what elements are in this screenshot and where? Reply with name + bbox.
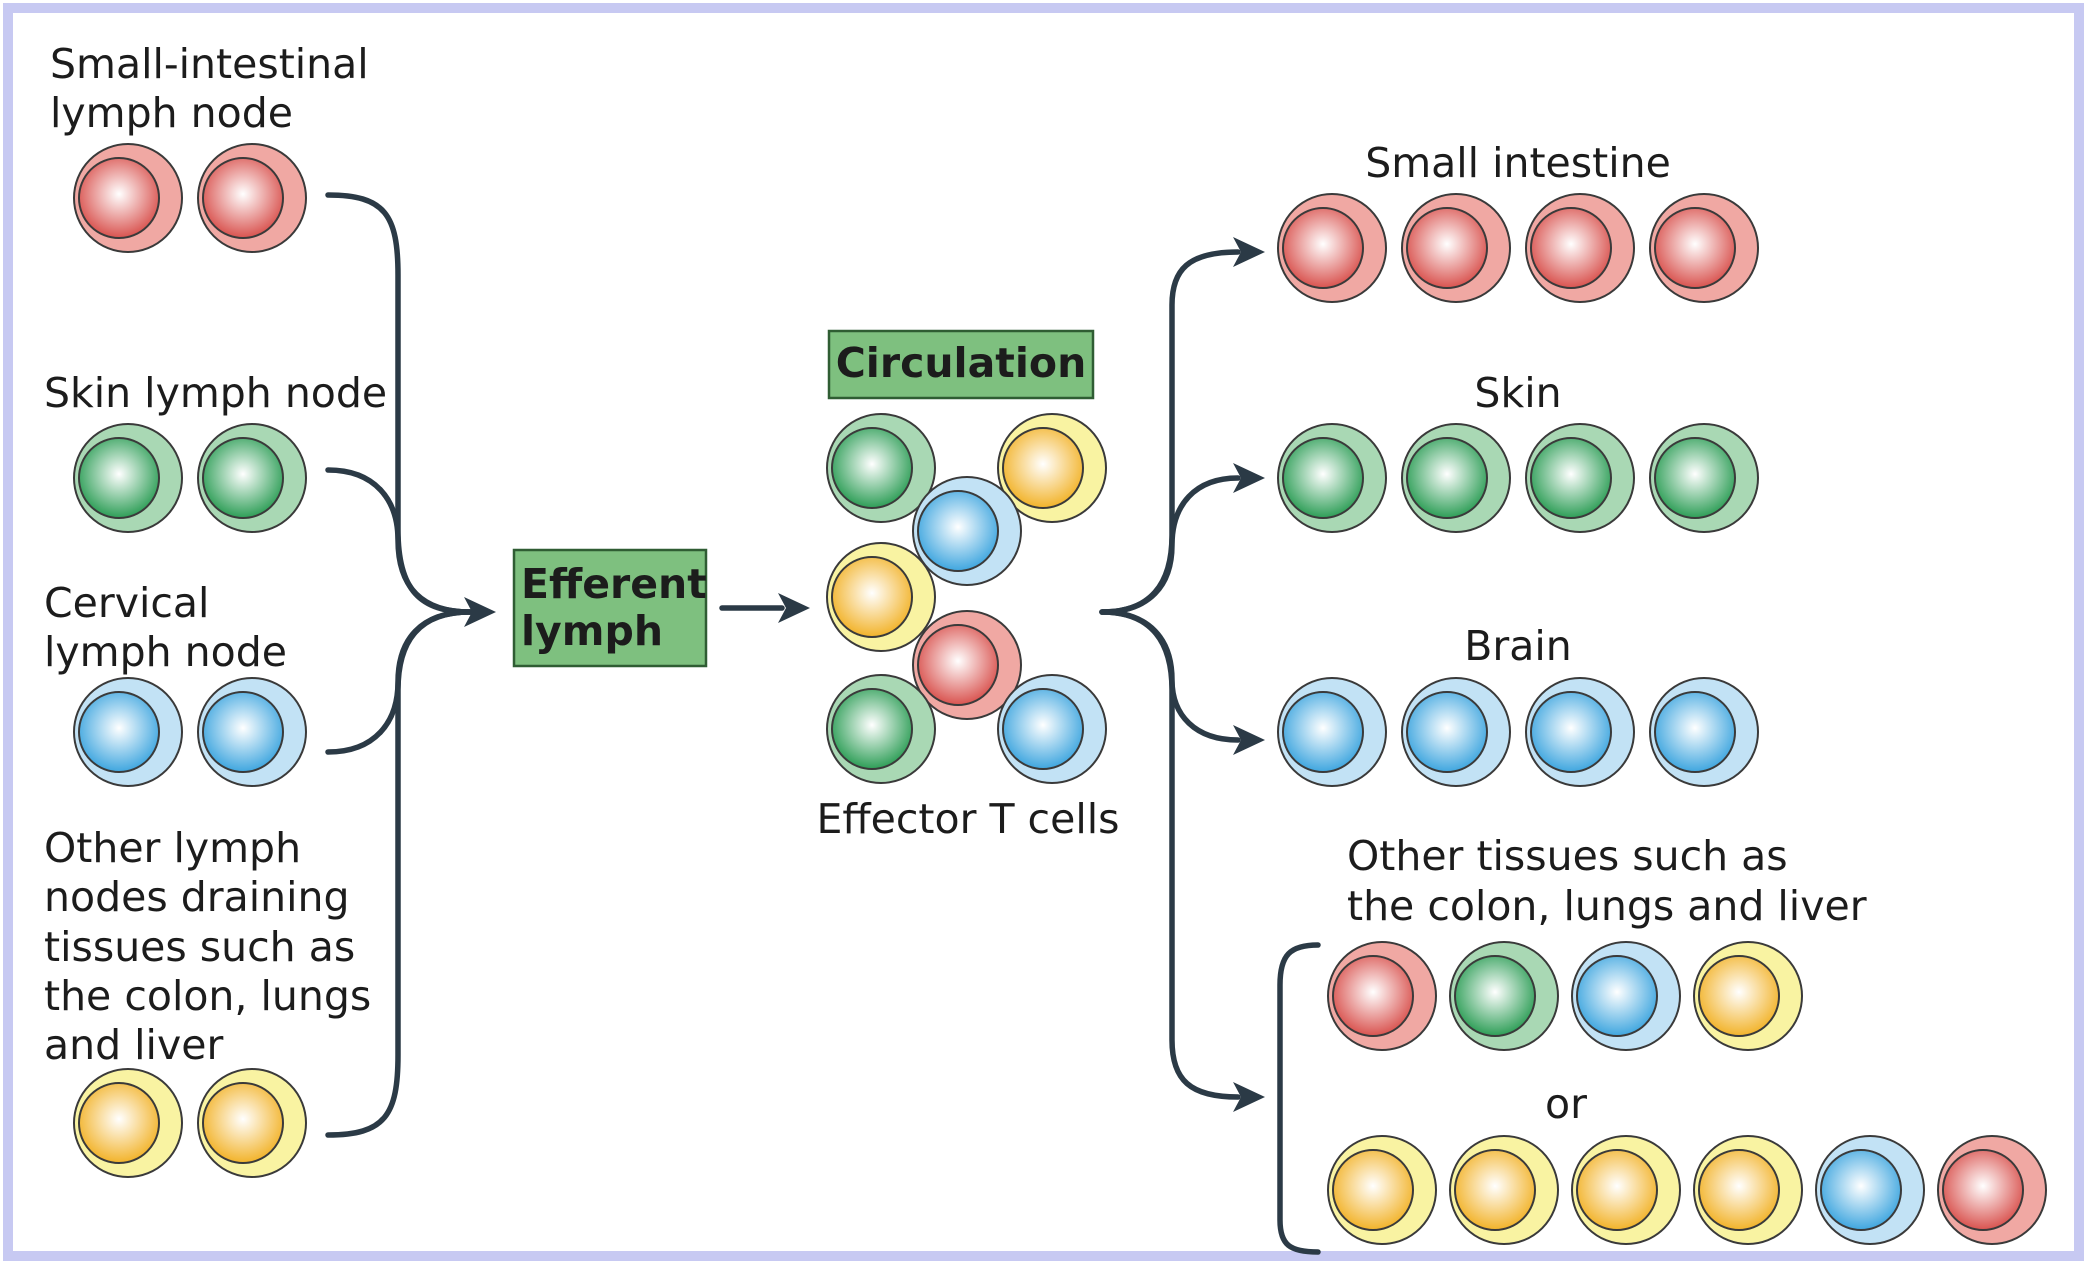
source-label-small-intestinal: Small-intestinal lymph node (50, 40, 369, 137)
target-cell (1277, 193, 1387, 303)
arrowhead (1233, 725, 1265, 755)
source-label-line: Other lymph (44, 824, 301, 872)
arrowhead (1233, 1082, 1265, 1112)
source-label-skin: Skin lymph node (44, 369, 387, 417)
arrowhead (1233, 237, 1265, 267)
efferent-lymph-label: lymph (521, 607, 663, 655)
arrowhead (778, 593, 810, 623)
diagram-frame (3, 3, 2084, 1261)
source-label-other: Other lymph nodes draining tissues such … (44, 824, 371, 1069)
target-cell (1571, 1135, 1681, 1245)
target-cell (1815, 1135, 1925, 1245)
circulation-cell (826, 674, 936, 784)
source-label-line: lymph node (50, 89, 293, 137)
circulation-cell (826, 413, 936, 523)
source-cell (197, 423, 307, 533)
circulation-box: Circulation (827, 329, 1095, 400)
target-cell (1277, 677, 1387, 787)
source-cell (73, 1068, 183, 1178)
source-label-line: Cervical (44, 579, 209, 627)
source-label-line: the colon, lungs (44, 972, 371, 1020)
target-label-line: Other tissues such as (1347, 832, 1788, 880)
target-cell (1327, 941, 1437, 1051)
circulation-rect (827, 329, 1095, 400)
circulation-cell (912, 476, 1022, 586)
arrow-to-circulation (719, 593, 810, 623)
target-cell (1449, 941, 1559, 1051)
source-label-cervical: Cervical lymph node (44, 579, 287, 676)
source-cell (73, 677, 183, 787)
target-cell (1649, 423, 1759, 533)
target-cell (1277, 423, 1387, 533)
circulation-cell (997, 413, 1107, 523)
target-cell (1649, 193, 1759, 303)
target-cell (1449, 1135, 1559, 1245)
target-cell (1649, 677, 1759, 787)
source-label-line: Small-intestinal (50, 40, 369, 88)
source-label-line: nodes draining (44, 873, 350, 921)
target-cell (1693, 941, 1803, 1051)
source-cell (197, 1068, 307, 1178)
efferent-lymph-rect (512, 548, 708, 668)
arrow-to-other-tissues (1099, 609, 1241, 1100)
circulation-label: Circulation (836, 339, 1087, 387)
target-cell (1693, 1135, 1803, 1245)
source-label-line: tissues such as (44, 923, 355, 971)
target-label-small-intestine: Small intestine (1365, 139, 1671, 187)
source-label-line: and liver (44, 1021, 223, 1069)
cells-layer (73, 143, 2047, 1245)
arrow-from-skin (325, 467, 473, 615)
effector-t-cells-caption: Effector T cells (817, 795, 1120, 843)
arrowhead (464, 597, 496, 627)
target-cell (1571, 941, 1681, 1051)
target-cell (1327, 1135, 1437, 1245)
target-cell (1525, 193, 1635, 303)
source-cell (73, 423, 183, 533)
circulation-cell (997, 674, 1107, 784)
source-label-line: lymph node (44, 628, 287, 676)
source-cell (197, 143, 307, 253)
branch-arrows (1099, 237, 1265, 1112)
efferent-lymph-label: Efferent (521, 560, 707, 608)
merge-arrows (325, 192, 496, 1138)
target-cell (1525, 423, 1635, 533)
efferent-lymph-box: Efferent lymph (512, 548, 708, 668)
source-cell (197, 677, 307, 787)
arrowhead (1233, 463, 1265, 493)
or-label: or (1545, 1080, 1587, 1128)
target-label-brain: Brain (1464, 622, 1572, 670)
arrow-to-skin (1099, 475, 1241, 615)
target-cell (1937, 1135, 2047, 1245)
target-cell (1401, 677, 1511, 787)
target-cell (1401, 193, 1511, 303)
source-cell (73, 143, 183, 253)
target-label-skin: Skin (1474, 369, 1561, 417)
target-cell (1525, 677, 1635, 787)
source-label-line: Skin lymph node (44, 369, 387, 417)
circulation-cell (912, 610, 1022, 720)
target-label-line: the colon, lungs and liver (1347, 882, 1867, 930)
circulation-cell (826, 542, 936, 652)
arrow-from-other (325, 609, 473, 1138)
target-label-other: Other tissues such as the colon, lungs a… (1347, 832, 1867, 930)
other-tissues-bracket (1277, 942, 1321, 1255)
target-cell (1401, 423, 1511, 533)
